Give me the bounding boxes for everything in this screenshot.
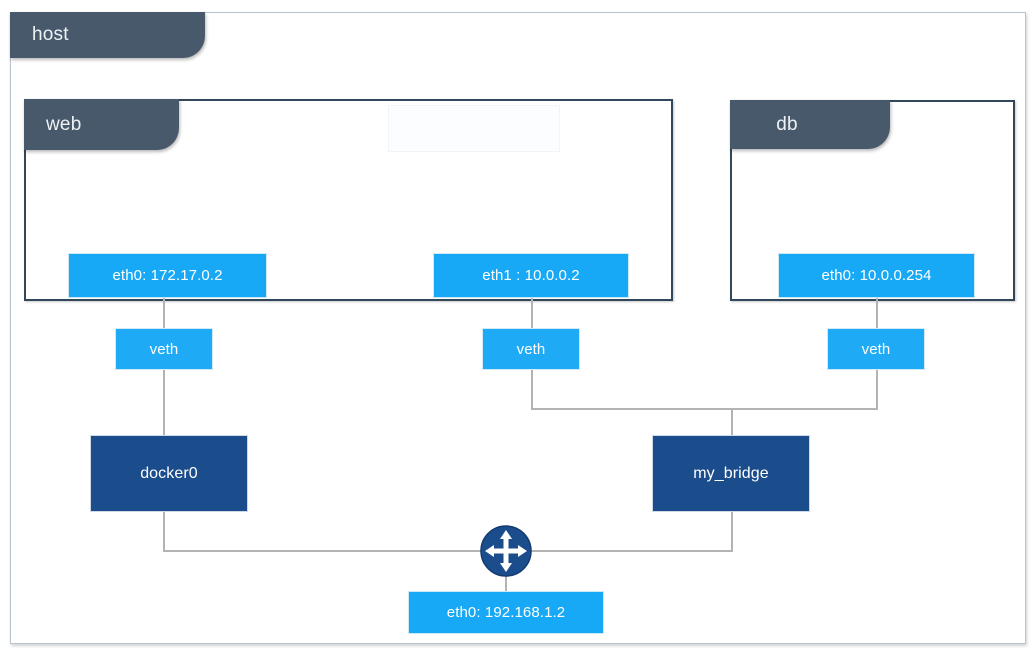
connector-db-eth0-to-veth3 xyxy=(876,296,878,330)
veth-db-eth0[interactable]: veth xyxy=(827,328,925,370)
veth-web-eth0[interactable]: veth xyxy=(115,328,213,370)
connector-docker0-to-router xyxy=(163,550,513,552)
namespace-host-label: host xyxy=(32,24,69,45)
interface-host-eth0[interactable]: eth0: 192.168.1.2 xyxy=(408,591,604,634)
interface-web-eth1[interactable]: eth1 : 10.0.0.2 xyxy=(433,253,629,298)
connector-web-eth0-to-veth1 xyxy=(163,296,165,330)
interface-web-eth0[interactable]: eth0: 172.17.0.2 xyxy=(68,253,267,298)
web-inner-placeholder xyxy=(388,105,560,152)
namespace-host-tab[interactable]: host xyxy=(10,12,205,58)
interface-db-eth0[interactable]: eth0: 10.0.0.254 xyxy=(778,253,975,298)
router-icon[interactable] xyxy=(478,523,534,579)
connector-docker0-down xyxy=(163,510,165,552)
connector-veth2-to-bus xyxy=(531,368,533,410)
namespace-db-label: db xyxy=(776,113,798,135)
bridge-my-bridge[interactable]: my_bridge xyxy=(652,435,810,512)
connector-my-bridge-down xyxy=(731,510,733,552)
connector-veth3-to-bus xyxy=(876,368,878,410)
connector-my-bridge-to-router xyxy=(500,550,733,552)
connector-web-eth1-to-veth2 xyxy=(531,296,533,330)
namespace-db-tab[interactable]: db xyxy=(730,100,890,149)
namespace-web-tab[interactable]: web xyxy=(24,99,179,150)
bridge-docker0[interactable]: docker0 xyxy=(90,435,248,512)
connector-bus-to-my-bridge xyxy=(731,408,733,438)
veth-web-eth1[interactable]: veth xyxy=(482,328,580,370)
namespace-web-label: web xyxy=(46,113,82,135)
connector-veth1-to-docker0 xyxy=(163,368,165,438)
connector-bus-veth2-veth3 xyxy=(531,408,878,410)
